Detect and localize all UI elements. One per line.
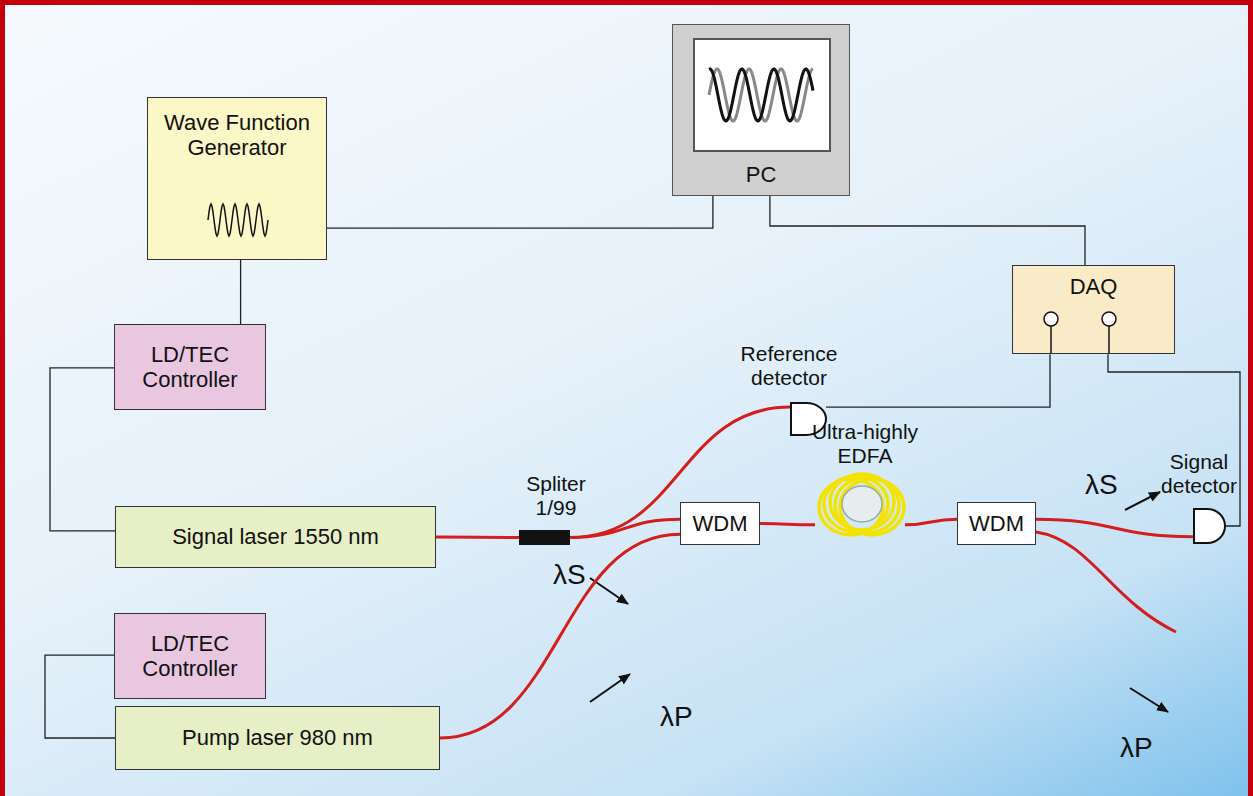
wavelength-label: λP: [660, 702, 693, 733]
generator-box: Wave Function Generator: [147, 97, 327, 260]
input-port: [1102, 312, 1116, 326]
screen-trace: [709, 69, 813, 121]
box-label: DAQ: [1070, 274, 1118, 299]
wavelength-label: λP: [1120, 733, 1153, 764]
screen-trace: [709, 69, 813, 121]
spool-core: [842, 486, 882, 522]
optical-fiber: [760, 524, 815, 525]
part-label: Reference detector: [724, 342, 854, 390]
wavelength-label: λS: [553, 560, 586, 591]
box-label: Signal laser 1550 nm: [172, 524, 379, 549]
optical-fiber: [436, 536, 519, 540]
signal-wire: [327, 196, 713, 228]
pump-output-fiber: [1036, 532, 1176, 632]
port-lead: [1108, 326, 1110, 353]
monitor-screen: [694, 39, 830, 151]
laser-box: Pump laser 980 nm: [115, 706, 440, 770]
box-label: WDM: [693, 511, 748, 536]
part-label: Spliter 1/99: [511, 472, 601, 520]
signal-wire: [50, 368, 115, 531]
sine-symbol: [208, 204, 268, 236]
optical-fiber: [1036, 519, 1193, 537]
fiber-splitter: Spliter 1/99: [519, 530, 570, 545]
optical-fiber: [440, 534, 680, 738]
optical-fiber: [905, 519, 957, 525]
det-graphic: [1193, 508, 1225, 544]
box-label: PC: [746, 162, 777, 187]
laser-box: Signal laser 1550 nm: [115, 506, 436, 568]
computer-box: PC: [672, 24, 850, 196]
coil-graphic: [815, 472, 905, 538]
input-port: [1044, 312, 1058, 326]
box-label: LD/TEC Controller: [120, 342, 260, 393]
box-label: WDM: [969, 511, 1024, 536]
fiber-loop: [840, 479, 904, 535]
signal-wire: [1108, 354, 1240, 526]
detector-symbol: [1194, 509, 1225, 543]
wavelength-label: λS: [1085, 470, 1118, 501]
daq-box: DAQ: [1012, 265, 1175, 354]
pump-direction-arrow: [590, 674, 630, 702]
signal-wire: [45, 655, 115, 738]
controller-box: LD/TEC Controller: [114, 324, 266, 410]
edfa-coil: Ultra-highly EDFA: [815, 472, 905, 538]
part-label: Signal detector: [1157, 450, 1241, 498]
signal-wire: [770, 196, 1085, 265]
box-label: Wave Function Generator: [153, 110, 321, 161]
controller-box: LD/TEC Controller: [114, 613, 266, 699]
signal-direction-arrow: [1125, 492, 1160, 510]
pump-direction-arrow: [1130, 688, 1168, 712]
signal-wire: [240, 260, 241, 324]
photodetector: Signal detector: [1193, 508, 1225, 544]
wdm-box: WDM: [680, 502, 760, 545]
port-lead: [1050, 326, 1052, 353]
box-label: LD/TEC Controller: [120, 631, 260, 682]
signal-wire: [826, 354, 1050, 407]
box-label: Pump laser 980 nm: [182, 725, 373, 750]
part-label: Ultra-highly EDFA: [795, 420, 935, 468]
wdm-box: WDM: [957, 502, 1036, 545]
